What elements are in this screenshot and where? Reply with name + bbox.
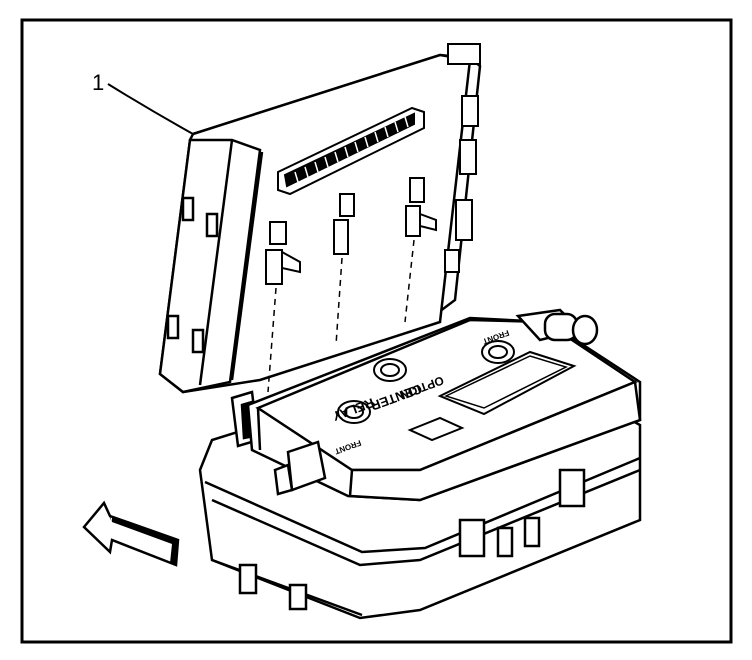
callout-number: 1 — [92, 70, 104, 95]
alignment-lines — [267, 239, 415, 393]
module-tabs — [265, 177, 437, 285]
fuse-cavity — [407, 416, 465, 442]
callout-leader-line — [107, 83, 194, 135]
label-window — [437, 350, 577, 416]
module-side-connectors — [444, 43, 481, 273]
module-connector — [277, 106, 425, 196]
arrow-left-forward-icon — [82, 500, 180, 567]
relay-center-top-details — [337, 340, 577, 442]
